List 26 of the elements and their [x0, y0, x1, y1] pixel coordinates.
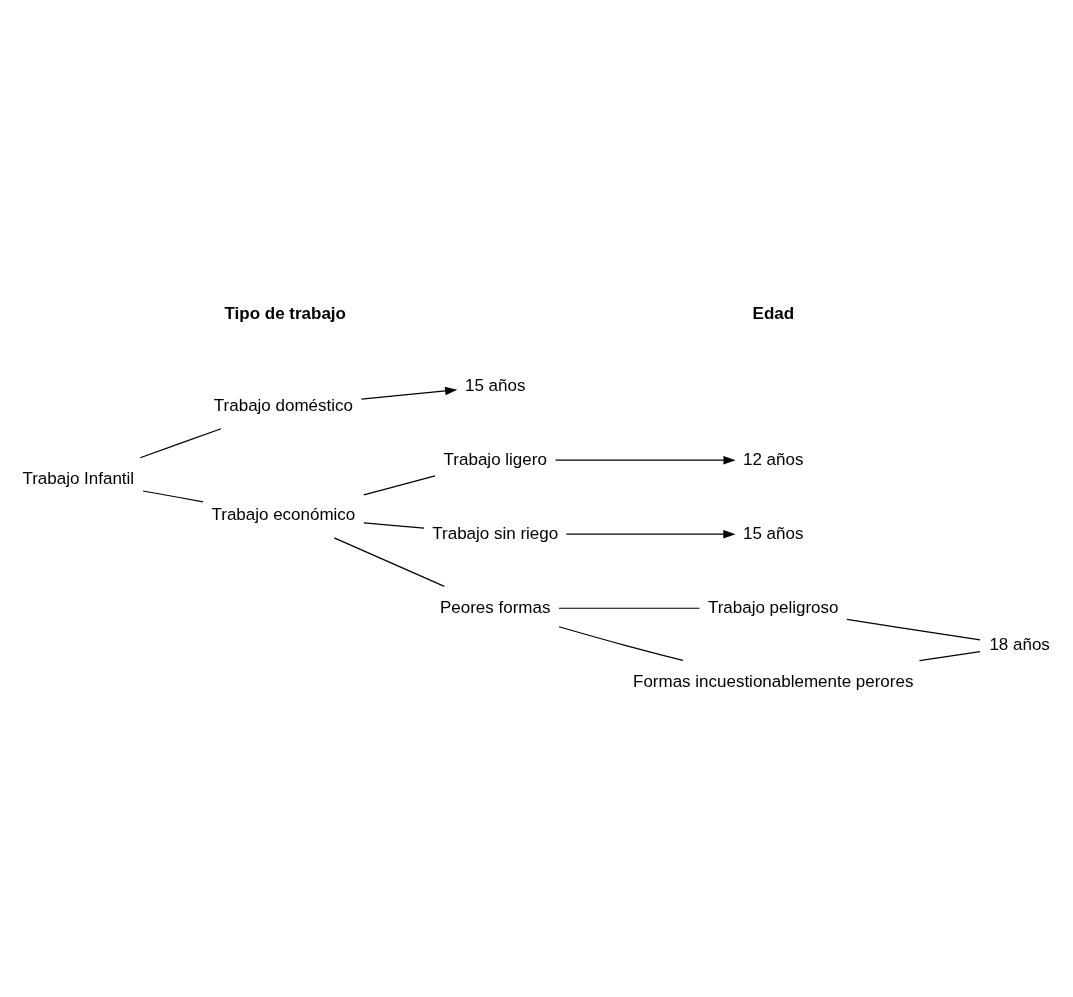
node-text: 18 años [989, 634, 1050, 654]
arrow [360, 386, 458, 400]
label: Tipo de trabajo [224, 303, 346, 323]
connector [139, 427, 222, 458]
node-text: Trabajo doméstico [213, 395, 353, 415]
arrow [565, 529, 736, 538]
connector [558, 607, 701, 609]
connector [558, 625, 684, 661]
connector [333, 536, 445, 587]
node-text: Peores formas [440, 597, 551, 617]
connector [918, 650, 981, 661]
node-text: Trabajo peligroso [707, 597, 839, 617]
node-text: Trabajo sin riego [432, 523, 559, 543]
arrow [554, 455, 736, 464]
node-text: 15 años [465, 375, 526, 395]
connector [142, 489, 204, 502]
node-text: Trabajo ligero [443, 449, 547, 469]
label: Edad [752, 303, 795, 323]
connector [846, 618, 981, 641]
node-text: 12 años [742, 449, 804, 469]
node-text: 15 años [742, 523, 804, 543]
node-text: Trabajo económico [211, 504, 356, 524]
node-text: Trabajo Infantil [22, 468, 135, 488]
node-text: Formas incuestionablemente perores [633, 671, 914, 691]
connector [363, 474, 436, 495]
connector [363, 521, 425, 529]
